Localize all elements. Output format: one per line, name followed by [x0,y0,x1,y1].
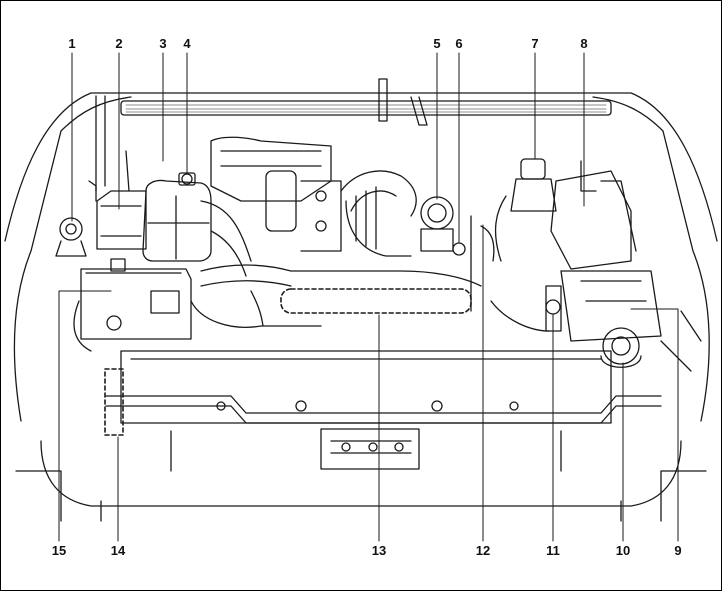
callout-12: 12 [476,544,490,558]
coolant-reservoir [143,173,251,261]
callout-11: 11 [546,544,560,558]
callout-5: 5 [433,37,440,51]
oil-filler-cap [421,197,453,251]
callout-15: 15 [52,544,66,558]
washer-fluid-reservoir [601,328,641,367]
callout-9: 9 [674,544,681,558]
callout-3: 3 [159,37,166,51]
air-intake-duct [341,171,416,256]
callout-1: 1 [68,37,75,51]
hood-outline [5,93,717,521]
callout-13: 13 [372,544,386,558]
callout-14: 14 [111,544,125,558]
battery [74,259,191,351]
callout-8: 8 [580,37,587,51]
air-cleaner [551,161,636,269]
brake-fluid-reservoir [496,159,556,261]
leader-lines [59,53,678,541]
dashed-region-14 [105,369,123,435]
cowl-grille [121,79,611,125]
callout-6: 6 [455,37,462,51]
callout-7: 7 [531,37,538,51]
radiator-support [106,351,661,471]
dashed-region-13 [281,289,471,313]
callout-4: 4 [183,37,190,51]
engine-block [201,137,481,286]
callout-2: 2 [115,37,122,51]
callout-10: 10 [616,544,630,558]
